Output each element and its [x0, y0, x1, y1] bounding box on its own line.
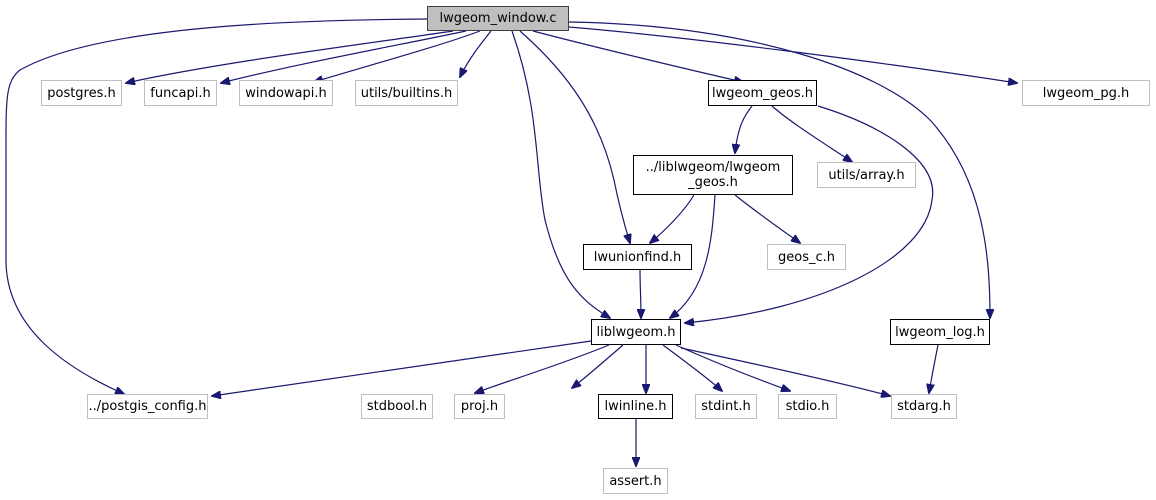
edge-liblwgeom_geos-to-liblwgeom: [670, 194, 716, 318]
node-label: postgres.h: [47, 85, 116, 101]
node-label: ../postgis_config.h: [88, 399, 207, 414]
node-proj: proj.h: [454, 394, 505, 419]
node-label: lwgeom_log.h: [895, 324, 985, 340]
node-label: stdint.h: [701, 399, 751, 414]
node-label: liblwgeom.h: [596, 324, 676, 340]
node-label: lwinline.h: [604, 399, 667, 414]
node-windowapi: windowapi.h: [239, 80, 333, 106]
node-stdint: stdint.h: [695, 394, 757, 419]
edge-root-to-funcapi: [221, 30, 467, 83]
edge-liblwgeom-to-stdio: [675, 344, 790, 391]
node-label: lwgeom_geos.h: [712, 85, 813, 101]
node-lwgeom-geos[interactable]: lwgeom_geos.h: [708, 80, 817, 106]
edge-lwgeom_geos-to-liblwgeom_geos: [735, 105, 753, 153]
edge-root-to-lwgeom_geos: [532, 30, 743, 82]
node-builtins: utils/builtins.h: [355, 80, 458, 106]
edge-root-to-postgis_config: [5, 18, 428, 394]
node-label: lwgeom_pg.h: [1042, 85, 1130, 101]
node-label: lwgeom_window.c: [439, 11, 557, 26]
node-postgis-config: ../postgis_config.h: [87, 394, 208, 419]
node-lwgeom-log[interactable]: lwgeom_log.h: [890, 319, 990, 345]
node-label: stdio.h: [785, 399, 830, 414]
edge-lwunionfind-to-liblwgeom: [640, 269, 641, 318]
edge-liblwgeom-to-postgis_config: [212, 340, 592, 396]
edge-liblwgeom_geos-to-geos_c: [734, 194, 800, 243]
edge-root-to-builtins: [460, 30, 492, 77]
edge-root-to-lwunionfind: [519, 30, 630, 243]
node-lwinline[interactable]: lwinline.h: [598, 394, 673, 419]
edge-root-to-postgres: [126, 30, 454, 83]
node-label: stdbool.h: [366, 399, 428, 414]
edge-lwgeom_log-to-stdarg: [929, 344, 939, 393]
node-liblwgeom-geos[interactable]: ../liblwgeom/lwgeom _geos.h: [633, 155, 793, 195]
node-label: windowapi.h: [245, 85, 327, 101]
node-geos-c: geos_c.h: [767, 244, 846, 270]
node-label: utils/builtins.h: [360, 85, 453, 101]
node-root[interactable]: lwgeom_window.c: [427, 6, 569, 31]
node-assert: assert.h: [603, 468, 668, 494]
node-stdarg: stdarg.h: [891, 394, 957, 419]
node-liblwgeom[interactable]: liblwgeom.h: [591, 319, 681, 345]
node-stdio: stdio.h: [778, 394, 837, 419]
node-lwunionfind[interactable]: lwunionfind.h: [583, 244, 692, 270]
edge-liblwgeom-to-stdbool: [475, 344, 610, 393]
node-stdbool: stdbool.h: [361, 394, 433, 419]
edge-root-to-liblwgeom: [511, 30, 610, 318]
node-label: geos_c.h: [778, 249, 835, 265]
node-funcapi: funcapi.h: [144, 80, 217, 106]
node-label: lwunionfind.h: [593, 249, 682, 265]
node-postgres: postgres.h: [41, 80, 122, 106]
node-label: assert.h: [609, 473, 662, 489]
edge-liblwgeom_geos-to-lwunionfind: [650, 194, 695, 243]
node-label: proj.h: [460, 399, 499, 414]
edge-liblwgeom-to-proj: [572, 344, 624, 388]
edge-root-to-lwgeom_log: [568, 21, 990, 318]
edge-lwgeom_geos-to-array: [771, 105, 852, 162]
edge-liblwgeom-to-stdint: [662, 344, 722, 391]
node-array: utils/array.h: [817, 162, 916, 188]
node-lwgeom-pg: lwgeom_pg.h: [1022, 80, 1150, 106]
node-label: utils/array.h: [828, 167, 905, 183]
node-label: funcapi.h: [150, 85, 211, 101]
edge-root-to-lwgeom_pg: [568, 26, 1017, 83]
node-label: ../liblwgeom/lwgeom _geos.h: [645, 160, 781, 190]
node-label: stdarg.h: [897, 399, 951, 414]
edge-lwgeom_geos-to-liblwgeom: [685, 105, 934, 323]
edge-root-to-windowapi: [314, 30, 481, 82]
edge-liblwgeom-to-stdarg: [680, 347, 890, 396]
